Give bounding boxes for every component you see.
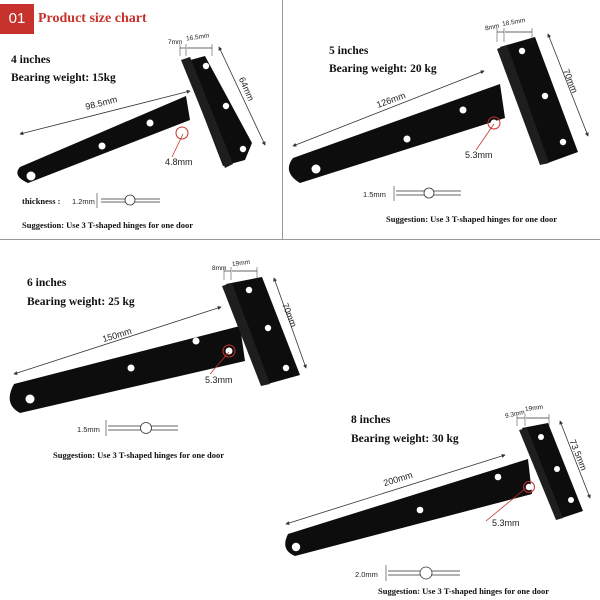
- hinge-strap: [17, 96, 191, 183]
- suggestion-text: Suggestion: Use 3 T-shaped hinges for on…: [386, 214, 558, 224]
- suggestion-text: Suggestion: Use 3 T-shaped hinges for on…: [22, 220, 194, 230]
- divider-horizontal: [0, 239, 600, 240]
- divider-vertical: [282, 0, 283, 240]
- thickness-value: 1.5mm: [363, 190, 386, 199]
- width-a-dimension: 7mm: [168, 39, 183, 46]
- hinge-5-inch: [288, 28, 589, 201]
- chart-title: Product size chart: [38, 11, 147, 26]
- suggestion-text: Suggestion: Use 3 T-shaped hinges for on…: [378, 586, 550, 596]
- hole-dimension: 5.3mm: [465, 150, 493, 160]
- bearing-weight: Bearing weight: 20 kg: [329, 63, 437, 75]
- width-a-dimension: 8mm: [212, 265, 227, 272]
- hole-dimension: 5.3mm: [205, 375, 233, 385]
- hinge-size: 8 inches: [351, 414, 391, 426]
- hinge-size: 5 inches: [329, 45, 369, 57]
- hinge-strap: [9, 326, 245, 413]
- thickness-label: thickness :: [22, 196, 61, 206]
- hinge-size: 6 inches: [27, 277, 67, 289]
- section-number-badge: 01: [0, 4, 34, 34]
- hole-dimension: 4.8mm: [165, 157, 193, 167]
- thickness-value: 1.5mm: [77, 425, 100, 434]
- hole-dimension: 5.3mm: [492, 518, 520, 528]
- hinge-6-inch: [9, 267, 307, 436]
- bearing-weight: Bearing weight: 15kg: [11, 72, 116, 84]
- thickness-value: 1.2mm: [72, 197, 95, 206]
- thickness-value: 2.0mm: [355, 570, 378, 579]
- hinge-4-inch: [17, 44, 266, 208]
- bearing-weight: Bearing weight: 25 kg: [27, 296, 135, 308]
- bearing-weight: Bearing weight: 30 kg: [351, 433, 459, 445]
- suggestion-text: Suggestion: Use 3 T-shaped hinges for on…: [53, 450, 225, 460]
- hinge-8-inch: [285, 414, 591, 581]
- hinge-size: 4 inches: [11, 54, 51, 66]
